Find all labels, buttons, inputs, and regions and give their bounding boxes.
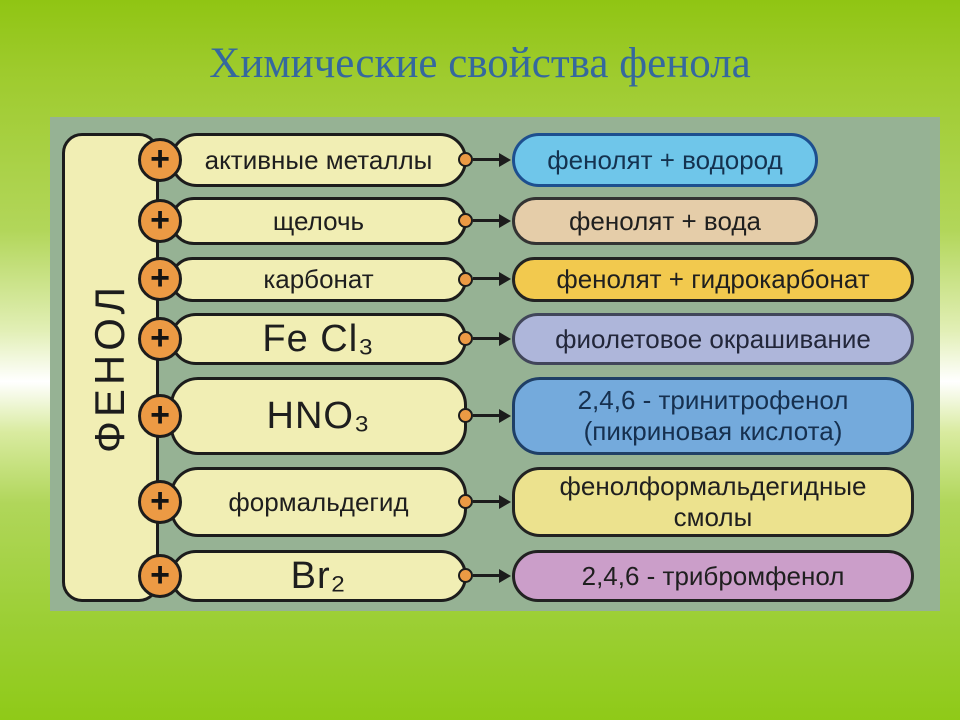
reagent-label: формальдегид [228,486,409,517]
result-label: 2,4,6 - тринитрофенол (пикриновая кислот… [577,385,849,446]
page-title: Химические свойства фенола [209,40,751,87]
result-box: 2,4,6 - трибромфенол [512,550,914,602]
arrow-head [499,153,511,167]
reagent-label: Fe Cl₃ [262,317,375,360]
arrow-line [473,414,500,417]
plus-circle-icon: + [138,480,182,524]
diagram-panel: ФЕНОЛ + активные металлы фенолят + водор… [50,117,940,611]
reagent-box: HNO₃ [170,377,467,455]
result-label: фенолят + вода [569,205,761,236]
connector-dot-icon [458,408,473,423]
plus-circle-icon: + [138,257,182,301]
reagent-box: Fe Cl₃ [170,313,467,365]
connector-dot-icon [458,331,473,346]
arrow-head [499,495,511,509]
plus-circle-icon: + [138,138,182,182]
phenol-label: ФЕНОЛ [86,282,134,453]
connector-dot-icon [458,568,473,583]
arrow-head [499,272,511,286]
plus-circle-icon: + [138,199,182,243]
arrow-line [473,500,500,503]
arrow-head [499,214,511,228]
arrow-head [499,332,511,346]
connector-dot-icon [458,152,473,167]
arrow-icon [473,569,511,583]
connector-dot-icon [458,494,473,509]
reagent-box: карбонат [170,257,467,302]
arrow-icon [473,495,511,509]
connector-dot-icon [458,272,473,287]
reagent-label: карбонат [263,264,374,294]
reagent-label: Br₂ [290,554,347,597]
connector-dot-icon [458,213,473,228]
result-box: фенолформальдегидные смолы [512,467,914,537]
arrow-line [473,277,500,280]
arrow-line [473,158,500,161]
arrow-icon [473,272,511,286]
reagent-label: щелочь [272,205,365,236]
reagent-label: HNO₃ [266,394,371,437]
result-box: фенолят + вода [512,197,818,245]
reagent-box: активные металлы [170,133,467,187]
plus-circle-icon: + [138,394,182,438]
plus-circle-icon: + [138,317,182,361]
reagent-box: щелочь [170,197,467,245]
arrow-icon [473,332,511,346]
result-box: фиолетовое окрашивание [512,313,914,365]
reagent-label: активные металлы [204,144,433,175]
reagent-box: формальдегид [170,467,467,537]
arrow-head [499,409,511,423]
arrow-line [473,574,500,577]
result-label: фенолят + водород [547,144,783,175]
phenol-source-box: ФЕНОЛ [62,133,159,602]
result-label: фенолят + гидрокарбонат [556,264,870,295]
arrow-icon [473,409,511,423]
result-box: фенолят + гидрокарбонат [512,257,914,302]
reagent-box: Br₂ [170,550,467,602]
result-box: фенолят + водород [512,133,818,187]
arrow-icon [473,153,511,167]
arrow-line [473,219,500,222]
arrow-icon [473,214,511,228]
arrow-head [499,569,511,583]
result-label: фиолетовое окрашивание [555,323,871,354]
result-label: 2,4,6 - трибромфенол [581,560,845,591]
result-label: фенолформальдегидные смолы [559,471,867,532]
result-box: 2,4,6 - тринитрофенол (пикриновая кислот… [512,377,914,455]
plus-circle-icon: + [138,554,182,598]
arrow-line [473,337,500,340]
